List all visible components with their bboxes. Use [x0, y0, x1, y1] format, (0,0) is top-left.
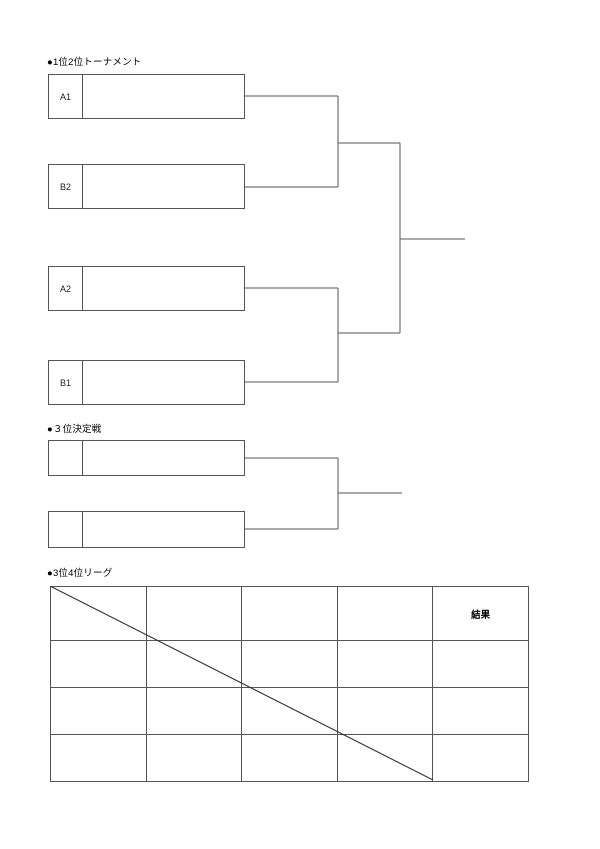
- league-table: 結果: [50, 586, 529, 782]
- team-box[interactable]: [48, 511, 245, 548]
- table-cell[interactable]: [336, 687, 434, 735]
- table-row: [50, 687, 529, 735]
- team-name-field[interactable]: [83, 267, 244, 310]
- table-cell[interactable]: [336, 640, 434, 688]
- team-box[interactable]: B1: [48, 360, 245, 405]
- table-cell[interactable]: [145, 687, 243, 735]
- table-cell[interactable]: [241, 586, 338, 641]
- table-cell[interactable]: [336, 734, 434, 782]
- team-box[interactable]: A1: [48, 74, 245, 119]
- table-cell[interactable]: [241, 640, 338, 688]
- table-cell[interactable]: [50, 586, 147, 641]
- section-title-league: ●3位4位リーグ: [47, 568, 113, 579]
- table-cell[interactable]: [432, 640, 529, 688]
- table-cell[interactable]: [50, 687, 147, 735]
- table-cell[interactable]: [145, 586, 243, 641]
- seed-label: A1: [49, 75, 83, 118]
- table-cell[interactable]: [432, 734, 529, 782]
- table-cell[interactable]: [241, 734, 338, 782]
- team-box[interactable]: B2: [48, 164, 245, 209]
- seed-label: A2: [49, 267, 83, 310]
- table-cell[interactable]: [336, 586, 434, 641]
- team-box[interactable]: A2: [48, 266, 245, 311]
- table-header-result: 結果: [432, 586, 529, 641]
- team-box[interactable]: [48, 440, 245, 476]
- team-name-field[interactable]: [83, 75, 244, 118]
- table-cell[interactable]: [432, 687, 529, 735]
- seed-label: B1: [49, 361, 83, 404]
- table-cell[interactable]: [145, 640, 243, 688]
- section-title-tournament: ●1位2位トーナメント: [47, 57, 142, 68]
- table-cell[interactable]: [50, 640, 147, 688]
- table-row: 結果: [50, 586, 529, 641]
- table-cell[interactable]: [145, 734, 243, 782]
- team-name-field[interactable]: [83, 512, 244, 547]
- table-row: [50, 640, 529, 688]
- seed-label: B2: [49, 165, 83, 208]
- seed-label: [49, 441, 83, 475]
- team-name-field[interactable]: [83, 441, 244, 475]
- table-row: [50, 734, 529, 782]
- team-name-field[interactable]: [83, 165, 244, 208]
- team-name-field[interactable]: [83, 361, 244, 404]
- seed-label: [49, 512, 83, 547]
- table-cell[interactable]: [241, 687, 338, 735]
- section-title-third-place: ●３位決定戦: [47, 424, 102, 435]
- table-cell[interactable]: [50, 734, 147, 782]
